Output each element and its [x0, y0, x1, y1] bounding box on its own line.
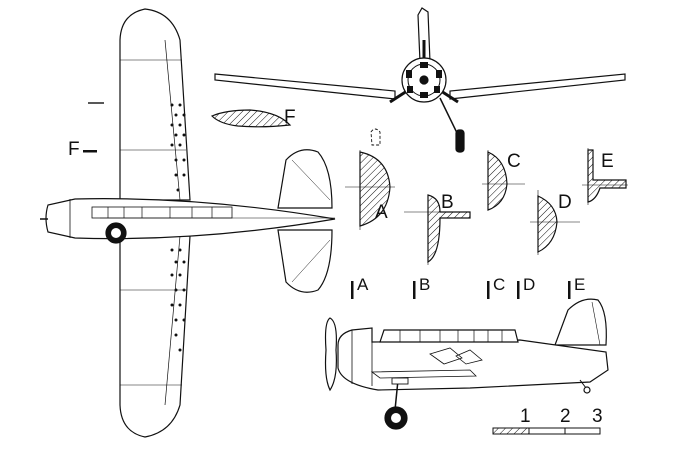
- section-b-label: B: [441, 192, 454, 213]
- plan-view: [40, 8, 336, 438]
- side-propeller: [324, 317, 337, 392]
- station-c-label: C: [493, 275, 505, 294]
- section-a-shape: [359, 151, 391, 227]
- scale-tick-2: 2: [560, 406, 571, 427]
- plan-upper-wing: [119, 8, 191, 201]
- section-e-shape: [587, 149, 627, 203]
- side-canopy: [379, 329, 519, 343]
- section-c-shape: [487, 151, 508, 211]
- section-c-label: C: [507, 151, 521, 172]
- front-main-wheel: [455, 129, 465, 153]
- section-d-label: D: [558, 192, 572, 213]
- section-d-shape: [537, 195, 558, 253]
- dive-brake-holes-upper: [170, 103, 186, 192]
- station-d-label: D: [523, 275, 535, 294]
- station-a-label: A: [357, 275, 369, 294]
- section-b-shape: [427, 194, 471, 264]
- side-fuselage: [337, 327, 609, 391]
- station-b-label: B: [419, 275, 430, 294]
- plan-tail-upper: [277, 149, 333, 209]
- dive-brake-holes-lower: [170, 248, 186, 352]
- fuselage-sections: A B C D E: [345, 128, 628, 265]
- airfoil-section-f: F: [210, 107, 296, 128]
- front-right-wing: [449, 73, 626, 100]
- section-e-label: E: [601, 151, 614, 172]
- section-a-label: A: [375, 202, 388, 223]
- plan-lower-wing: [119, 235, 191, 438]
- side-view: [324, 298, 609, 430]
- station-e-label: E: [574, 275, 585, 294]
- section-f-label: F: [68, 139, 80, 160]
- front-view: [214, 7, 626, 153]
- scale-bar: 1 2 3: [492, 406, 603, 435]
- scale-tick-1: 1: [520, 406, 531, 427]
- plan-tail-lower: [277, 229, 333, 293]
- front-fin: [417, 7, 431, 63]
- section-f-marker: F: [68, 102, 104, 160]
- station-markers: A B C D E: [351, 275, 585, 299]
- scale-tick-3: 3: [592, 406, 603, 427]
- airfoil-f-label: F: [284, 107, 296, 128]
- front-left-wing: [214, 73, 396, 100]
